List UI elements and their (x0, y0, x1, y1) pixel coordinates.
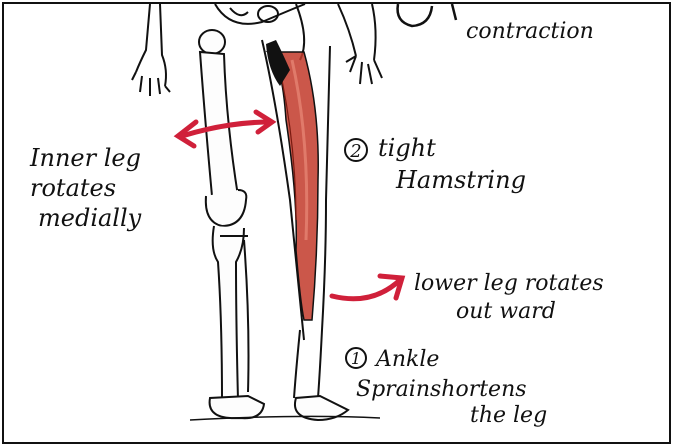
right-calf (294, 330, 348, 420)
hamstring-muscle (266, 40, 318, 320)
label-hamstring-1: tight (378, 134, 436, 162)
ground-line (190, 416, 380, 420)
label-ankle-3: the leg (470, 403, 547, 428)
label-hamstring-2: Hamstring (395, 166, 526, 194)
top-label-tick (452, 4, 456, 20)
outward-rotation-arrow (332, 276, 402, 299)
label-inner-leg-1: Inner leg (29, 144, 141, 172)
label-lower-leg-2: out ward (456, 299, 556, 324)
left-shin-bones (210, 226, 264, 418)
label-inner-leg-2: rotates (30, 174, 116, 202)
label-inner-leg-3: medially (38, 204, 142, 232)
ankle-number: 1 (351, 349, 361, 368)
label-ankle-1: Ankle (374, 347, 439, 372)
top-number-circle (398, 4, 432, 26)
right-hand-sketch (338, 4, 382, 84)
label-contraction: contraction (466, 19, 594, 44)
hamstring-number: 2 (349, 141, 361, 162)
left-hand-sketch (132, 4, 170, 96)
label-ankle-2: Sprainshortens (356, 377, 527, 402)
label-lower-leg-1: lower leg rotates (414, 271, 604, 296)
